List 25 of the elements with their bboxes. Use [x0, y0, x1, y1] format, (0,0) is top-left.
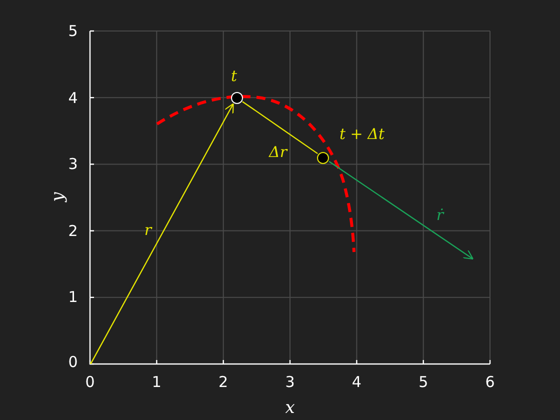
time-label: t + Δt [340, 125, 384, 143]
tick-label: 0 [85, 373, 95, 391]
tick-label: 4 [352, 373, 362, 391]
tick-label: 5 [68, 22, 78, 40]
axis-label: y [48, 192, 68, 202]
tick-label: 1 [152, 373, 162, 391]
time-label: t [230, 67, 238, 85]
displacement-line [242, 101, 318, 154]
tick-label: 2 [68, 222, 78, 240]
vector-arrow [328, 160, 474, 260]
tick-label: 4 [68, 88, 78, 107]
tick-label: 2 [218, 373, 228, 391]
tick-label: 6 [485, 373, 495, 391]
tick-label: 0 [68, 353, 78, 371]
vector-label: ṙ [436, 206, 444, 224]
vector-label: r [144, 221, 152, 239]
tick-label: 3 [285, 373, 295, 391]
tick-label: 5 [418, 373, 428, 391]
tick-label: 1 [68, 288, 78, 306]
axis-label: x [285, 398, 295, 418]
point-marker [230, 92, 243, 104]
tick-label: 3 [68, 155, 78, 174]
point-marker [317, 152, 330, 164]
vector-label: Δr [269, 143, 287, 161]
vector-arrow [90, 103, 234, 363]
